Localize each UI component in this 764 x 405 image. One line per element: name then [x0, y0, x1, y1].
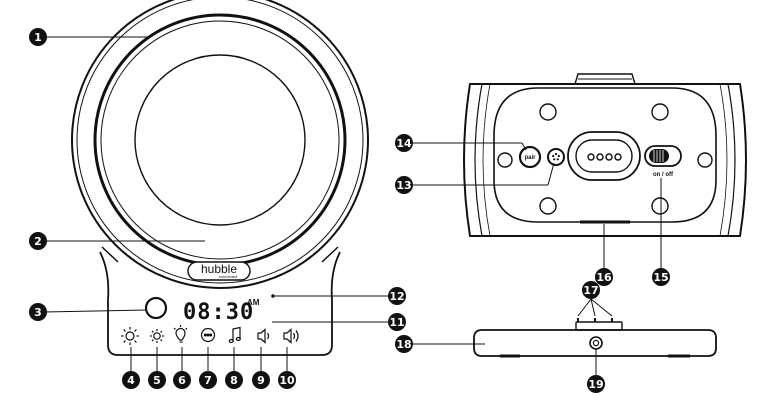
brightness-high-icon[interactable] [121, 327, 139, 345]
svg-text:12: 12 [389, 290, 404, 303]
callout-17: 17 [582, 281, 600, 299]
logo-subtext: connected [219, 274, 237, 279]
logo-pill [187, 261, 251, 281]
callout-9: 9 [252, 371, 270, 389]
callout-10: 10 [278, 371, 296, 389]
svg-text:10: 10 [279, 374, 295, 387]
stand-top-plate [575, 321, 623, 331]
callouts: 1 2 3 4 5 6 7 8 9 10 11 12 13 14 15 16 1… [29, 28, 670, 393]
pair-label: pair [524, 155, 536, 161]
power-switch[interactable] [644, 145, 682, 167]
brightness-low-icon[interactable] [150, 329, 164, 343]
screw-hole [539, 103, 557, 121]
music-note-icon[interactable] [228, 326, 241, 344]
screw-hole [651, 103, 669, 121]
clock-display: 08:30 [183, 300, 254, 325]
callout-14: 14 [395, 134, 413, 152]
front-button[interactable] [144, 296, 168, 320]
leader-lines [43, 36, 662, 375]
svg-text:17: 17 [583, 284, 598, 297]
back-inner-panel [493, 87, 717, 223]
base-accent-left [101, 246, 119, 263]
control-icons [121, 325, 299, 345]
callout-18: 18 [395, 335, 413, 353]
power-switch-label: on / off [653, 172, 674, 178]
side-view [473, 318, 717, 358]
screw-hole [539, 197, 557, 215]
svg-text:16: 16 [596, 271, 612, 284]
callout-7: 7 [199, 371, 217, 389]
center-disc [134, 54, 306, 226]
callout-1: 1 [29, 28, 47, 46]
volume-down-icon[interactable] [257, 328, 270, 344]
svg-text:15: 15 [653, 271, 668, 284]
callout-15: 15 [652, 268, 670, 286]
back-outer-shell [463, 83, 747, 237]
volume-up-icon[interactable] [283, 328, 299, 344]
svg-text:19: 19 [588, 378, 603, 391]
svg-text:4: 4 [127, 374, 135, 387]
svg-text:3: 3 [34, 306, 42, 319]
light-bulb-icon[interactable] [173, 325, 188, 343]
outer-ring [71, 0, 369, 289]
svg-text:7: 7 [204, 374, 212, 387]
top-tab [574, 73, 636, 85]
svg-text:18: 18 [396, 338, 411, 351]
usb-port-inner [592, 339, 600, 347]
callout-11: 11 [388, 313, 406, 331]
screw-hole [697, 152, 713, 168]
callout-13: 13 [395, 176, 413, 194]
callout-8: 8 [225, 371, 243, 389]
outer-ring-inner [76, 0, 364, 284]
callout-19: 19 [587, 375, 605, 393]
gear-icon [552, 152, 560, 161]
svg-text:8: 8 [230, 374, 238, 387]
svg-text:1: 1 [34, 31, 42, 44]
callout-4: 4 [122, 371, 140, 389]
logo-badge: hubble connected [187, 261, 251, 281]
base-accent-right [321, 246, 339, 263]
callout-16: 16 [595, 268, 613, 286]
chat-bubble-icon[interactable] [200, 327, 216, 343]
logo-text: hubble [201, 262, 237, 276]
pair-button[interactable] [518, 145, 542, 169]
svg-text:6: 6 [178, 374, 186, 387]
callout-3: 3 [29, 303, 47, 321]
callout-6: 6 [173, 371, 191, 389]
svg-text:5: 5 [153, 374, 161, 387]
svg-text:9: 9 [257, 374, 265, 387]
light-ring-inner [100, 20, 340, 260]
front-base-body [99, 251, 341, 356]
screw-hole [651, 197, 669, 215]
callout-12: 12 [388, 287, 406, 305]
svg-text:13: 13 [396, 179, 411, 192]
stand-body [473, 329, 717, 357]
svg-text:11: 11 [389, 316, 404, 329]
ambient-sensor [271, 294, 275, 298]
clock-ampm: AM [247, 298, 260, 307]
callout-5: 5 [148, 371, 166, 389]
svg-text:2: 2 [34, 235, 42, 248]
screw-hole [497, 152, 513, 168]
connector-port [567, 131, 641, 181]
usb-port [589, 336, 603, 350]
reset-button[interactable] [547, 148, 565, 166]
back-view [463, 73, 747, 237]
svg-text:14: 14 [396, 137, 412, 150]
light-ring [93, 13, 347, 267]
callout-2: 2 [29, 232, 47, 250]
